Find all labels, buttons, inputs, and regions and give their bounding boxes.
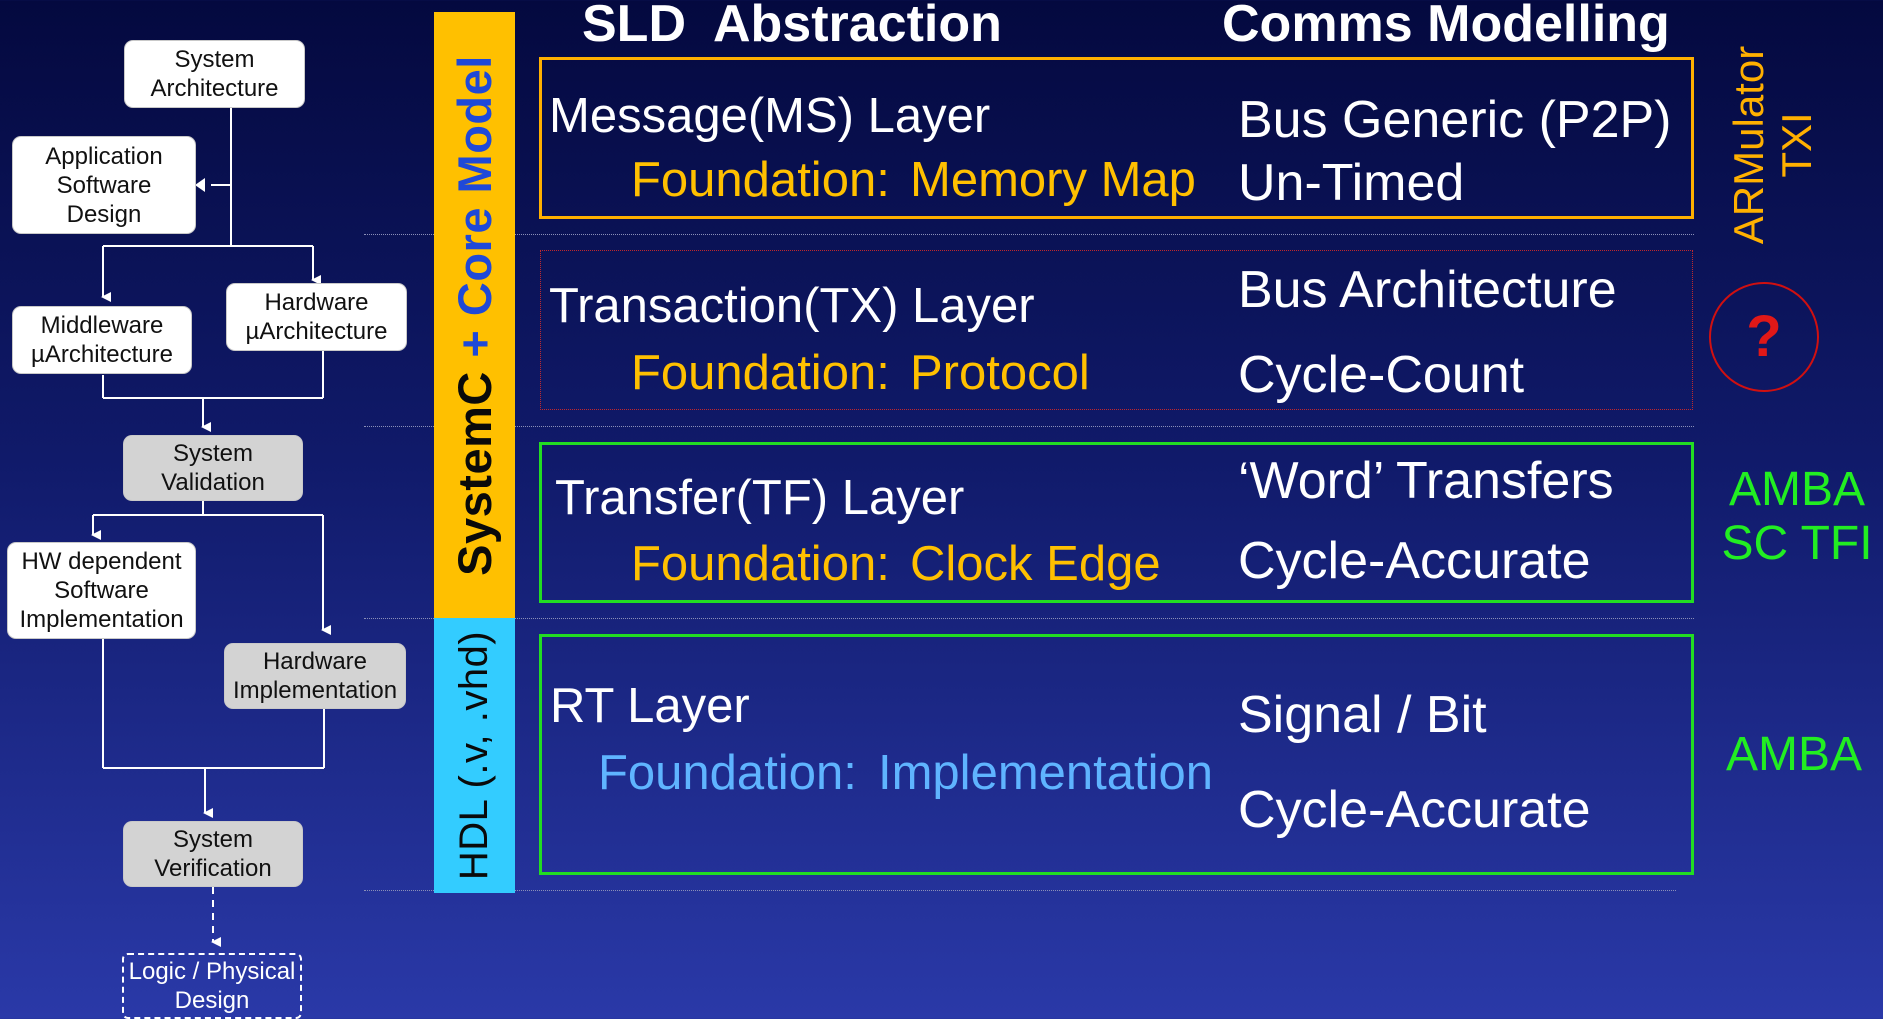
systemc-core-model-label: SystemC + Core Model <box>447 55 502 576</box>
rt-foundation-label: Foundation: <box>598 746 857 800</box>
transaction-layer-name: Transaction(TX) Layer <box>549 279 1035 333</box>
amba-sc-tfi-label: AMBA SC TFI <box>1721 463 1873 570</box>
transaction-foundation-label: Foundation: <box>631 346 890 400</box>
comms-modelling-header: Comms Modelling <box>1222 0 1670 53</box>
transfer-comms-primary: ‘Word’ Transfers <box>1238 452 1614 510</box>
hardware-uarchitecture-box: Hardware µArchitecture <box>227 284 406 350</box>
rt-foundation-value: Implementation <box>878 746 1214 800</box>
middleware-uarchitecture-box: Middleware µArchitecture <box>13 307 191 373</box>
armulator-txi-label: ARMulator TXI <box>1718 40 1828 250</box>
core-model-label: Core Model <box>448 54 501 316</box>
rt-layer-name: RT Layer <box>550 679 750 733</box>
flow-connectors <box>91 107 331 947</box>
separator-line <box>364 618 1694 619</box>
transaction-layer-box <box>540 250 1693 410</box>
transaction-comms-secondary: Cycle-Count <box>1238 346 1525 404</box>
systemc-label: SystemC <box>448 370 501 576</box>
question-mark: ? <box>1746 304 1782 369</box>
armulator-label: ARMulator <box>1725 45 1772 245</box>
system-validation-box: System Validation <box>124 436 302 500</box>
message-foundation-value: Memory Map <box>910 153 1196 207</box>
transfer-layer-box <box>539 442 1694 603</box>
plus-label: + <box>448 315 501 371</box>
application-software-design-box: Application Software Design <box>13 137 195 233</box>
message-layer-name: Message(MS) Layer <box>549 89 991 143</box>
systemc-core-model-band: SystemC + Core Model <box>434 12 515 618</box>
transaction-foundation-value: Protocol <box>910 346 1090 400</box>
rt-comms-primary: Signal / Bit <box>1238 686 1487 744</box>
separator-line <box>364 890 1676 891</box>
transaction-comms-primary: Bus Architecture <box>1238 261 1617 319</box>
rt-comms-secondary: Cycle-Accurate <box>1238 781 1591 839</box>
message-comms-secondary: Un-Timed <box>1238 154 1465 212</box>
separator-line <box>364 426 1694 427</box>
message-comms-primary: Bus Generic (P2P) <box>1238 91 1672 149</box>
sld-abstraction-header: SLD Abstraction <box>582 0 1002 53</box>
transfer-foundation-value: Clock Edge <box>910 537 1161 591</box>
separator-line <box>364 234 1694 235</box>
txi-label: TXI <box>1773 112 1820 178</box>
hdl-label: HDL (.v, .vhd) <box>452 630 497 881</box>
system-verification-box: System Verification <box>124 822 302 886</box>
transfer-comms-secondary: Cycle-Accurate <box>1238 532 1591 590</box>
message-layer-box <box>539 57 1694 219</box>
transfer-layer-name: Transfer(TF) Layer <box>555 471 965 525</box>
system-architecture-box: System Architecture <box>125 41 304 107</box>
logic-physical-design-box: Logic / Physical Design <box>122 953 302 1019</box>
message-foundation-label: Foundation: <box>631 153 890 207</box>
hw-dependent-software-box: HW dependent Software Implementation <box>8 543 195 638</box>
question-circle: ? <box>1709 282 1819 392</box>
hdl-band: HDL (.v, .vhd) <box>434 618 515 893</box>
transfer-foundation-label: Foundation: <box>631 537 890 591</box>
rt-layer-box <box>539 634 1694 875</box>
amba-label: AMBA <box>1725 728 1863 781</box>
hardware-implementation-box: Hardware Implementation <box>225 644 405 708</box>
